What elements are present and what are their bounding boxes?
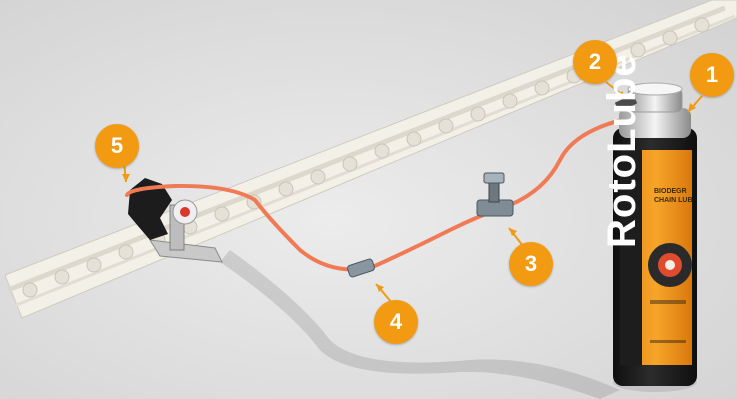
callout-badge-4: 4 (374, 300, 418, 344)
floor-shadow (220, 250, 620, 399)
callout-badge-3: 3 (509, 242, 553, 286)
valve-fitting (477, 173, 513, 216)
brand-wordmark: RotoLube (600, 53, 645, 248)
callout-badge-1: 1 (690, 53, 734, 97)
callout-badge-2: 2 (573, 40, 617, 84)
callout-badge-5: 5 (95, 124, 139, 168)
can-label-line-2: CHAIN LUB (654, 197, 693, 205)
inline-connector (347, 258, 375, 277)
can-label-line-1: BIODEGR (654, 188, 687, 196)
